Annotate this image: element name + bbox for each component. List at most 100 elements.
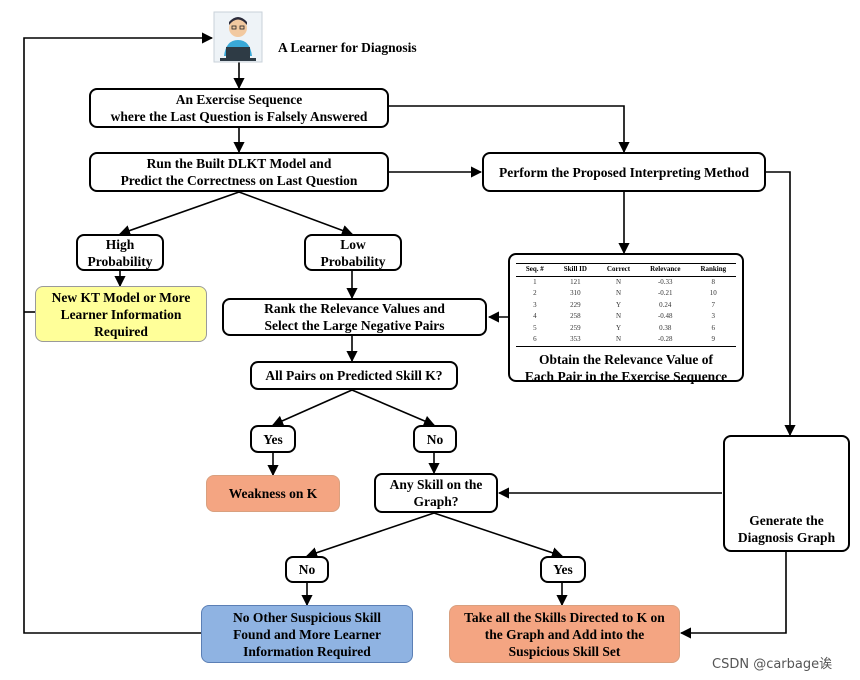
- table-cell: 6: [711, 323, 716, 332]
- table-header: Ranking: [690, 263, 737, 277]
- node-text: the Graph and Add into the: [484, 626, 645, 642]
- node-text: No: [298, 562, 316, 577]
- node-text: Perform the Proposed Interpreting Method: [499, 164, 749, 180]
- table-cell: N: [615, 289, 622, 297]
- table-header: Seq. #: [515, 263, 554, 277]
- table-header: Skill ID: [553, 263, 597, 277]
- rank-relevance-box: Rank the Relevance Values and Select the…: [222, 298, 487, 336]
- arrow-run-to-low: [238, 191, 354, 236]
- node-text: Each Pair in the Exercise Sequence: [524, 368, 728, 384]
- node-text: An Exercise Sequence: [175, 92, 303, 107]
- node-text: Any Skill on the: [389, 477, 483, 492]
- node-text: Found and More Learner: [233, 626, 381, 642]
- watermark: CSDN @carbage诶: [712, 657, 833, 672]
- no-box-1: No: [413, 425, 457, 453]
- node-text: where the Last Question is Falsely Answe…: [110, 109, 368, 124]
- table-cell: 3: [533, 300, 537, 309]
- node-text: Suspicious Skill Set: [508, 643, 621, 659]
- node-text: Yes: [553, 562, 573, 577]
- table-cell: 121: [570, 277, 581, 286]
- arrow-run-to-high: [118, 191, 240, 236]
- no-box-2: No: [285, 556, 329, 583]
- any-skill-decision-box: Any Skill on the Graph?: [374, 473, 498, 513]
- high-probability-box: High Probability: [76, 234, 164, 271]
- arrow-allpairs-to-yes: [271, 389, 353, 427]
- node-text: Select the Large Negative Pairs: [264, 318, 445, 333]
- perform-method-box: Perform the Proposed Interpreting Method: [482, 152, 766, 192]
- table-cell: Y: [615, 323, 622, 332]
- table-row: 3 229 Y 0.24 7: [516, 300, 736, 312]
- node-text: Take all the Skills Directed to K on: [464, 609, 665, 625]
- run-dlkt-box: Run the Built DLKT Model and Predict the…: [89, 152, 389, 192]
- node-text: All Pairs on Predicted Skill K?: [265, 368, 443, 383]
- node-text: Low: [340, 236, 366, 252]
- node-text: Weakness on K: [228, 486, 318, 501]
- node-text: Information Required: [243, 643, 371, 659]
- table-cell: 353: [553, 334, 597, 347]
- table-cell: 0.38: [659, 323, 672, 332]
- generate-graph-box: Generate the Diagnosis Graph: [723, 435, 850, 552]
- table-cell: -0.33: [657, 277, 673, 286]
- node-text: Obtain the Relevance Value of: [539, 351, 713, 367]
- table-cell: 9: [690, 334, 737, 347]
- relevance-table: Seq. # Skill ID Correct Relevance Rankin…: [515, 263, 737, 347]
- table-cell: 310: [570, 289, 581, 297]
- table-cell: 3: [711, 312, 716, 320]
- take-all-skills-box: Take all the Skills Directed to K on the…: [449, 605, 680, 663]
- relevance-box: Seq. # Skill ID Correct Relevance Rankin…: [508, 253, 744, 384]
- table-cell: -0.28: [640, 334, 691, 347]
- node-text: Yes: [263, 431, 283, 447]
- table-header: Relevance: [640, 263, 691, 277]
- table-row: 5 259 Y 0.38 6: [516, 323, 736, 335]
- no-other-skill-box: No Other Suspicious Skill Found and More…: [201, 605, 413, 663]
- table-row: 1 121 N -0.33 8: [516, 276, 736, 288]
- node-text: High: [105, 236, 135, 252]
- table-cell: 2: [533, 289, 537, 297]
- arrow-anyskill-to-no: [305, 512, 435, 559]
- table-row: 2 310 N -0.21 10: [516, 288, 736, 300]
- node-text: No Other Suspicious Skill: [233, 609, 381, 625]
- node-text: Graph?: [413, 494, 459, 509]
- table-cell: 0.24: [659, 300, 672, 309]
- learner-avatar-icon: [213, 11, 263, 63]
- table-cell: N: [596, 334, 641, 347]
- exercise-sequence-box: An Exercise Sequence where the Last Ques…: [89, 88, 389, 128]
- table-header-row: Seq. # Skill ID Correct Relevance Rankin…: [515, 263, 737, 277]
- arrow-anyskill-to-yes: [433, 512, 564, 559]
- node-text: Learner Information: [60, 306, 182, 322]
- table-cell: 258: [570, 312, 581, 320]
- table-cell: 1: [533, 277, 537, 286]
- node-text: Probability: [320, 253, 386, 269]
- table-cell: N: [615, 277, 622, 286]
- table-cell: N: [615, 312, 622, 320]
- arrow-noother-feedback: [23, 32, 214, 634]
- table-cell: 8: [711, 277, 716, 286]
- low-probability-box: Low Probability: [304, 234, 402, 271]
- table-cell: 7: [711, 300, 716, 309]
- node-text: Required: [94, 323, 148, 339]
- table-cell: 10: [709, 289, 717, 297]
- table-cell: 4: [533, 312, 537, 320]
- table-header: Correct: [596, 263, 641, 277]
- yes-box-1: Yes: [250, 425, 296, 453]
- table-cell: -0.21: [657, 289, 673, 297]
- yes-box-2: Yes: [540, 556, 586, 583]
- weakness-box: Weakness on K: [206, 475, 340, 512]
- node-text: Predict the Correctness on Last Question: [120, 173, 358, 188]
- table-cell: 259: [570, 323, 581, 332]
- new-model-box: New KT Model or More Learner Information…: [35, 286, 207, 342]
- learner-label: A Learner for Diagnosis: [278, 40, 417, 55]
- all-pairs-decision-box: All Pairs on Predicted Skill K?: [250, 361, 458, 390]
- table-cell: Y: [615, 300, 622, 309]
- arrow-perform-to-graph: [762, 171, 796, 437]
- node-text: Generate the: [749, 513, 824, 528]
- node-text: Probability: [87, 253, 153, 269]
- table-cell: 5: [533, 323, 537, 332]
- arrow-allpairs-to-no: [351, 389, 436, 427]
- node-text: Diagnosis Graph: [737, 530, 836, 545]
- table-cell: 229: [570, 300, 581, 309]
- node-text: No: [426, 431, 444, 447]
- node-text: Rank the Relevance Values and: [264, 301, 445, 316]
